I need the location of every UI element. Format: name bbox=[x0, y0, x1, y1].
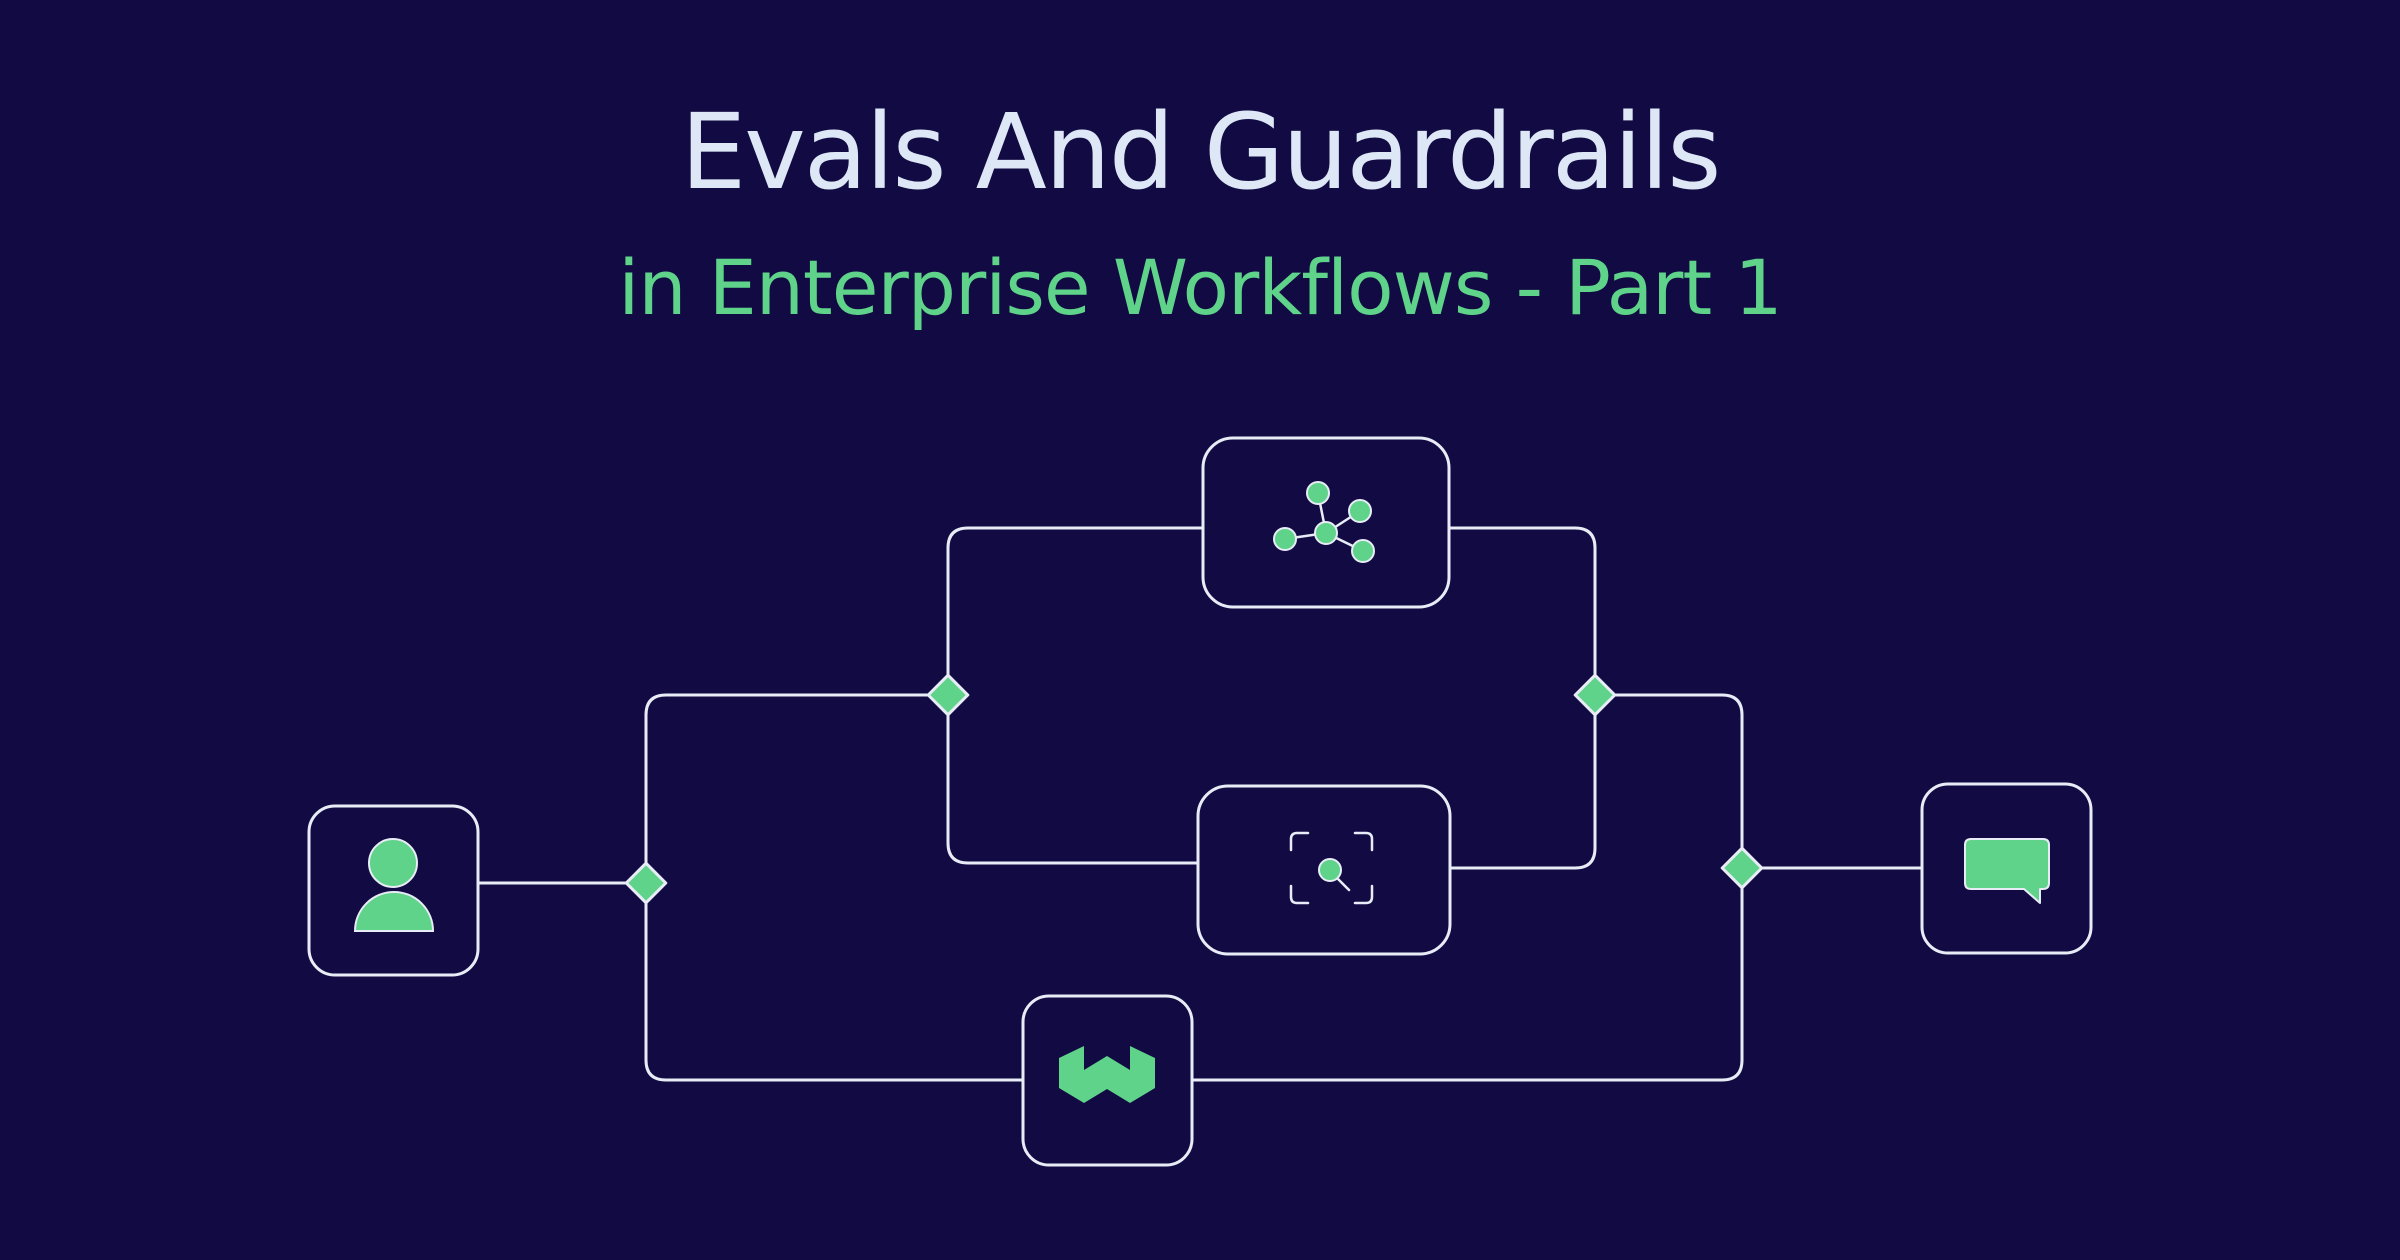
connector-merge-to-final bbox=[1593, 693, 1744, 870]
connector-split-to-logo bbox=[644, 881, 1025, 1082]
page-subtitle: in Enterprise Workflows - Part 1 bbox=[618, 243, 1782, 332]
junction-diamond-final bbox=[1720, 846, 1764, 890]
connector-upper-to-graph bbox=[946, 526, 1205, 697]
junction-diamond-split bbox=[624, 861, 668, 905]
connector-split-to-upper bbox=[644, 693, 950, 885]
connector-logo-to-final bbox=[1190, 866, 1744, 1082]
chat-bubble-icon bbox=[1964, 838, 2050, 904]
page-title: Evals And Guardrails bbox=[680, 91, 1722, 213]
user-icon bbox=[353, 838, 435, 932]
w-logo-icon bbox=[1059, 1046, 1155, 1103]
connector-graph-to-merge bbox=[1447, 526, 1597, 697]
junction-diamond-upper bbox=[926, 673, 970, 717]
search-scan-icon bbox=[1289, 831, 1374, 905]
junction-diamond-merge bbox=[1573, 673, 1617, 717]
connector-upper-to-scan bbox=[946, 693, 1200, 865]
user-node bbox=[307, 804, 480, 977]
connector-scan-to-merge bbox=[1448, 693, 1597, 870]
graph-nodes-icon bbox=[1273, 481, 1375, 563]
